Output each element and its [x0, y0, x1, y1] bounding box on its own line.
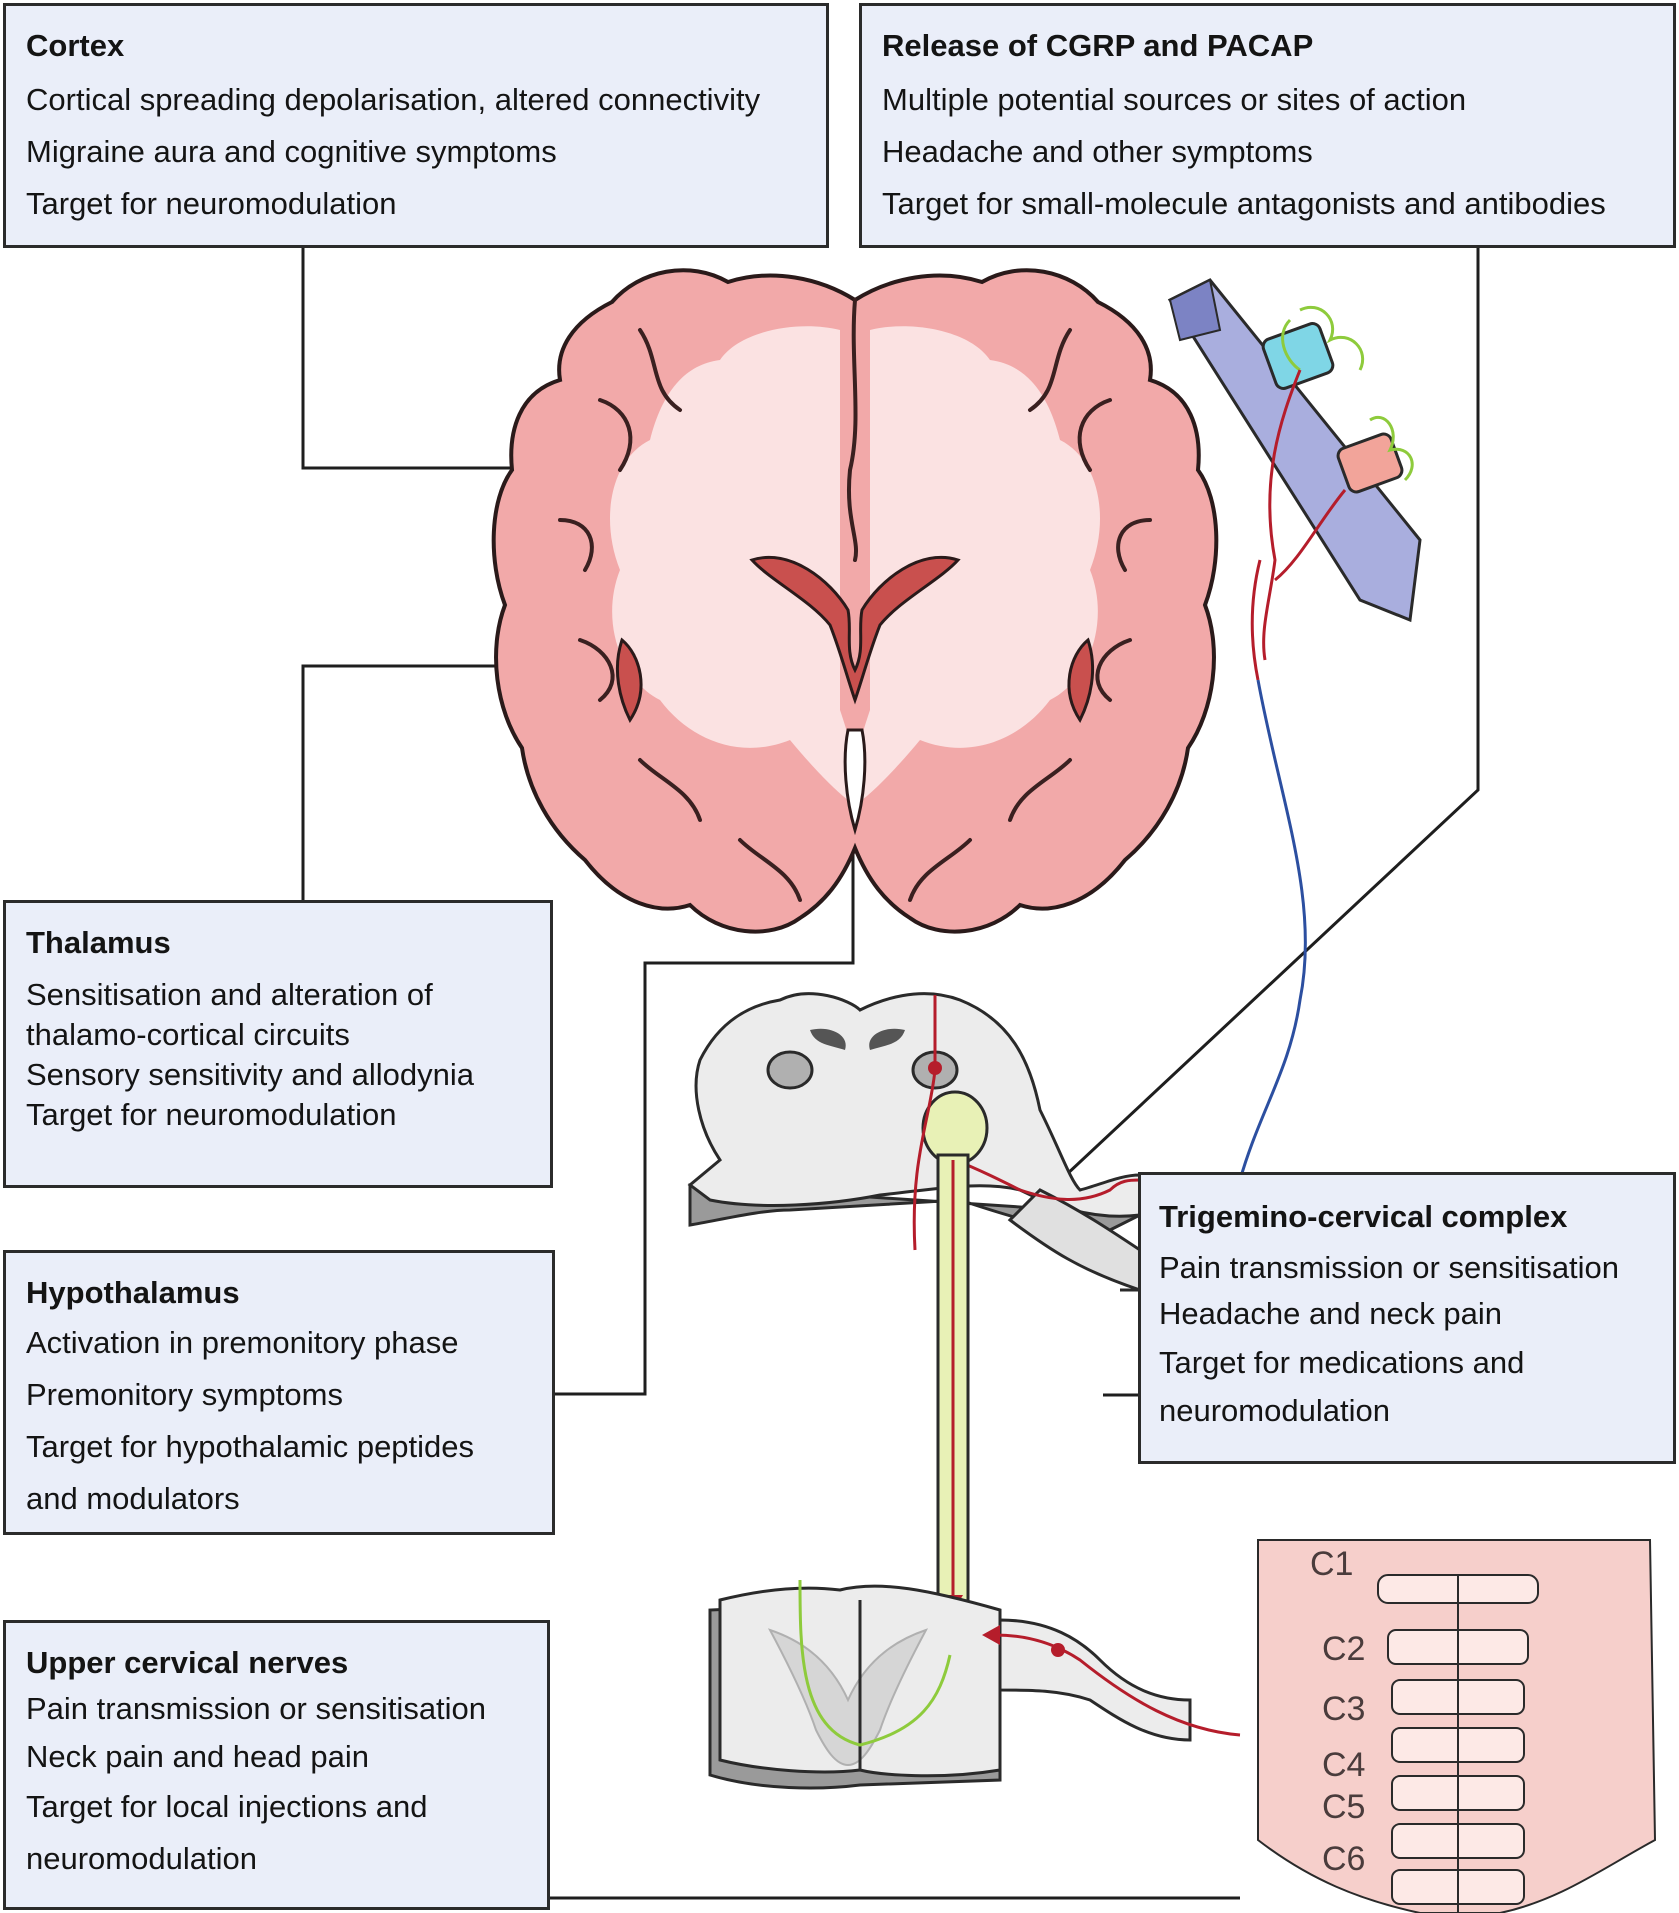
- descending-tract: [936, 1153, 970, 1657]
- hypothalamus-title: Hypothalamus: [26, 1275, 240, 1310]
- cortex-title: Cortex: [26, 28, 125, 63]
- trigemino-line-2: Headache and neck pain: [1159, 1296, 1502, 1331]
- trigemino-line-4: neuromodulation: [1159, 1393, 1390, 1428]
- trigemino-title: Trigemino-cervical complex: [1159, 1199, 1568, 1234]
- cervical-box: Upper cervical nerves Pain transmission …: [3, 1620, 550, 1910]
- brainstem-section: [687, 992, 1146, 1293]
- cgrp-title: Release of CGRP and PACAP: [882, 28, 1314, 63]
- cortex-box: Cortex Cortical spreading depolarisation…: [3, 3, 829, 248]
- trigeminal-nerve-blue: [1238, 679, 1307, 1181]
- cervical-line-4: neuromodulation: [26, 1841, 257, 1876]
- meninges-vessel-icon: [1167, 278, 1422, 1181]
- hypothalamus-line-4: and modulators: [26, 1481, 240, 1516]
- connector-hypothalamus: [555, 790, 855, 1396]
- brain-coronal-section: [491, 268, 1219, 934]
- cervical-line-3: Target for local injections and: [26, 1789, 428, 1824]
- thalamus-line-2: thalamo-cortical circuits: [26, 1017, 350, 1052]
- connector-cortex: [301, 248, 520, 470]
- spine-label-c5: C5: [1322, 1788, 1365, 1826]
- trigemino-line-1: Pain transmission or sensitisation: [1159, 1250, 1620, 1285]
- cervical-title: Upper cervical nerves: [26, 1645, 349, 1680]
- hypothalamus-line-2: Premonitory symptoms: [26, 1377, 343, 1412]
- cervical-line-2: Neck pain and head pain: [26, 1739, 369, 1774]
- lateral-ventricles: [749, 555, 961, 705]
- cortex-line-3: Target for neuromodulation: [26, 186, 397, 221]
- hypothalamus-box: Hypothalamus Activation in premonitory p…: [3, 1250, 555, 1535]
- cervical-spine-icon: C1 C2 C3 C4 C5 C6: [1257, 1539, 1657, 1913]
- connector-cgrp: [1048, 248, 1480, 1192]
- cervical-line-1: Pain transmission or sensitisation: [26, 1691, 487, 1726]
- trigemino-box: Trigemino-cervical complex Pain transmis…: [1138, 1172, 1676, 1464]
- hypothalamus-line-3: Target for hypothalamic peptides: [26, 1429, 475, 1464]
- thalamus-box: Thalamus Sensitisation and alteration of…: [3, 900, 553, 1188]
- thalamus-title: Thalamus: [26, 925, 171, 960]
- cgrp-line-2: Headache and other symptoms: [882, 134, 1313, 169]
- trigemino-line-3: Target for medications and: [1159, 1345, 1525, 1380]
- cortex-line-2: Migraine aura and cognitive symptoms: [26, 134, 557, 169]
- cgrp-line-1: Multiple potential sources or sites of a…: [882, 82, 1467, 117]
- cgrp-line-3: Target for small-molecule antagonists an…: [882, 186, 1606, 221]
- spine-label-c1: C1: [1310, 1545, 1353, 1583]
- thalamus-line-3: Sensory sensitivity and allodynia: [26, 1057, 475, 1092]
- spine-label-c3: C3: [1322, 1690, 1365, 1728]
- spine-label-c2: C2: [1322, 1630, 1365, 1668]
- spine-label-c6: C6: [1322, 1840, 1365, 1878]
- cortex-line-1: Cortical spreading depolarisation, alter…: [26, 82, 761, 117]
- thalamus-line-4: Target for neuromodulation: [26, 1097, 397, 1132]
- spine-label-c4: C4: [1322, 1746, 1365, 1784]
- hypothalamus-line-1: Activation in premonitory phase: [26, 1325, 459, 1360]
- thalamus-line-1: Sensitisation and alteration of: [26, 977, 433, 1012]
- cgrp-box: Release of CGRP and PACAP Multiple poten…: [859, 3, 1676, 248]
- spinal-cord-section: [708, 1579, 1241, 1790]
